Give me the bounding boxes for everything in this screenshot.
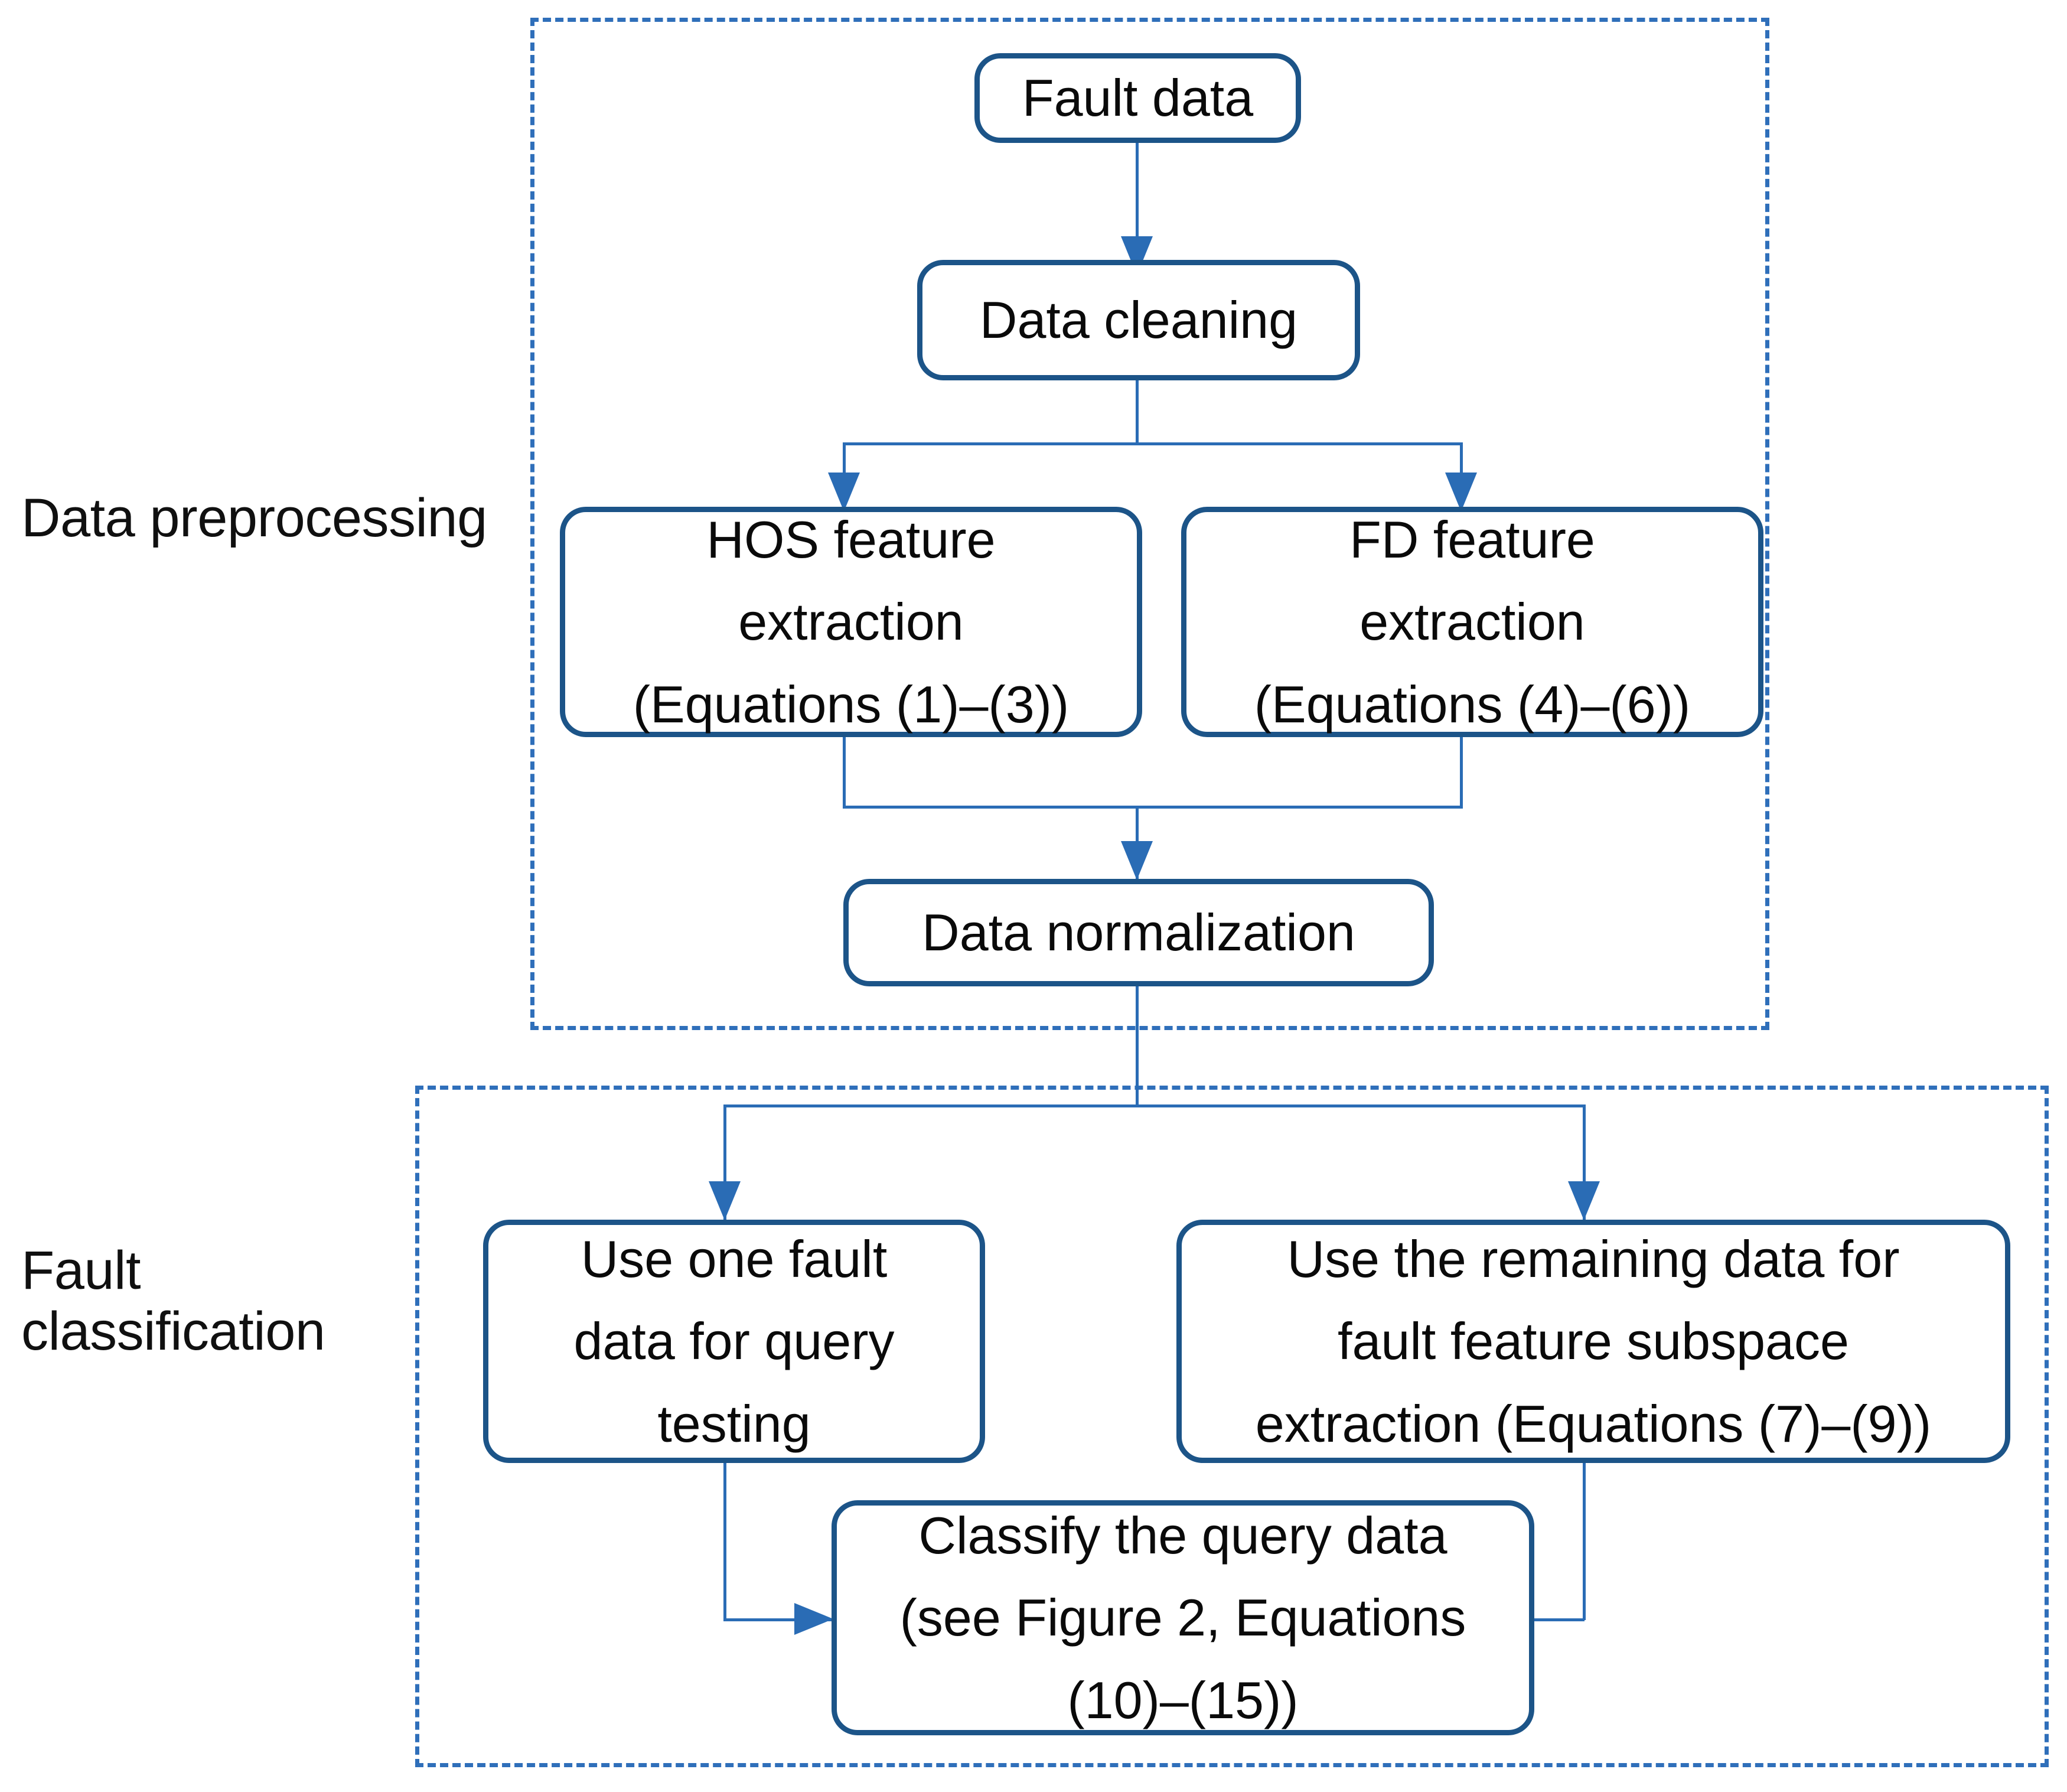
edge-data-cleaning-stem [1136, 380, 1139, 445]
arrowhead-classify-left [794, 1603, 833, 1635]
node-classify-the-query-data[interactable]: Classify the query data (see Figure 2, E… [832, 1500, 1534, 1735]
group-data-preprocessing [530, 18, 1769, 1030]
edge-normalization-stem [1136, 985, 1139, 1106]
node-fd-feature-extraction[interactable]: FD feature extraction (Equations (4)–(6)… [1181, 507, 1763, 737]
group-fault-classification [415, 1086, 2049, 1767]
node-data-normalization[interactable]: Data normalization [843, 879, 1434, 986]
edge-subspace-extraction-down [1583, 1462, 1586, 1620]
node-use-remaining-data-for-subspace-extraction[interactable]: Use the remaining data for fault feature… [1176, 1220, 2010, 1463]
arrowhead-hos-feature-top [828, 473, 860, 511]
edge-classification-split-right-leg [1583, 1104, 1586, 1223]
node-fault-data[interactable]: Fault data [974, 53, 1301, 143]
edge-classification-split-left-leg [723, 1104, 726, 1223]
node-data-cleaning[interactable]: Data cleaning [917, 260, 1360, 380]
edge-query-testing-to-classify [723, 1618, 833, 1621]
edge-feature-merge-bar [843, 806, 1463, 809]
edge-fault-data-to-data-cleaning [1136, 142, 1139, 242]
edge-query-testing-down [723, 1462, 726, 1620]
group-label-fault-classification: Fault classification [21, 1240, 325, 1362]
arrowhead-query-testing-top [709, 1181, 741, 1220]
node-hos-feature-extraction[interactable]: HOS feature extraction (Equations (1)–(3… [560, 507, 1142, 737]
edge-fd-down-leg [1460, 735, 1463, 807]
edge-hos-down-leg [843, 735, 846, 807]
arrowhead-subspace-extraction-top [1568, 1181, 1600, 1220]
arrowhead-data-normalization-top [1121, 841, 1153, 880]
edge-feature-split-bar [843, 442, 1463, 445]
edge-classification-split-bar [723, 1104, 1585, 1107]
node-use-one-fault-data-for-query-testing[interactable]: Use one fault data for query testing [483, 1220, 985, 1463]
group-label-data-preprocessing: Data preprocessing [21, 488, 487, 548]
arrowhead-fd-feature-top [1445, 473, 1477, 511]
edge-subspace-extraction-to-classify [1494, 1618, 1585, 1621]
